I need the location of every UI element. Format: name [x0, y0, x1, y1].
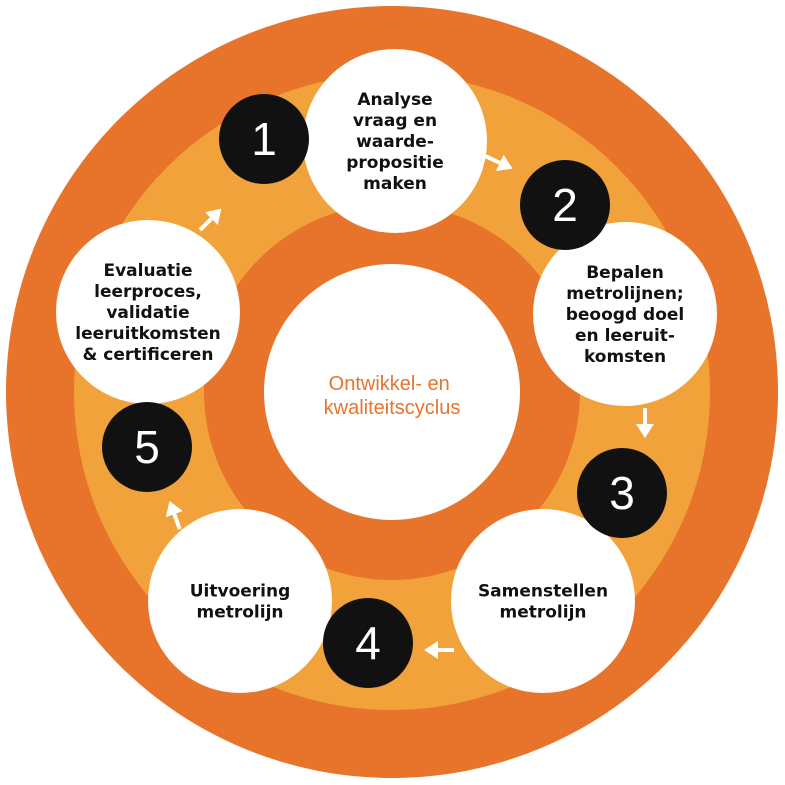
arrow-head [165, 500, 183, 518]
step-label-line: Uitvoering [190, 582, 291, 602]
arrow-right-icon [198, 208, 222, 232]
step-number: 4 [355, 617, 381, 669]
step-number-badge [520, 160, 610, 250]
step-label-line: waarde- [356, 132, 434, 152]
flow-arrows [165, 154, 654, 659]
step-label-line: beoogd doel [566, 305, 685, 325]
arrow-right-icon [424, 641, 454, 659]
step-label-line: metrolijn [196, 603, 283, 623]
step-number: 2 [552, 179, 578, 231]
arrow-shaft [171, 511, 182, 530]
arrow-head [205, 208, 222, 225]
step-label-line: propositie [346, 153, 444, 173]
step-label-line: Evaluatie [103, 261, 192, 281]
step-number-badge [577, 448, 667, 538]
step-circle [56, 220, 240, 404]
center-label: Ontwikkel- en kwaliteitscyclus [324, 373, 461, 419]
center-circle [264, 264, 520, 520]
step-number-badge [323, 598, 413, 688]
step-label-line: komsten [584, 347, 666, 367]
step-label-line: vraag en [353, 111, 437, 131]
arrow-shaft [198, 215, 215, 232]
center-label-line: kwaliteitscyclus [324, 397, 461, 419]
arrow-head [424, 641, 438, 659]
arrow-right-icon [484, 154, 513, 172]
step-circle [148, 509, 332, 693]
step-number-badge [219, 94, 309, 184]
arrow-right-icon [165, 500, 183, 530]
step-label-line: Analyse [357, 90, 432, 110]
step-label-line: metrolijn [499, 603, 586, 623]
step-circle [303, 49, 487, 233]
step-circle [533, 222, 717, 406]
step-label-line: en leeruit- [575, 326, 675, 346]
step-label-line: validatie [106, 303, 189, 323]
step-label-line: leerproces, [94, 282, 202, 302]
step-number: 5 [134, 421, 160, 473]
step-label-line: & certificeren [83, 345, 214, 365]
arrow-head [496, 154, 513, 172]
step-circle [451, 509, 635, 693]
step-label-line: Bepalen [586, 263, 664, 283]
step-label-line: metrolijnen; [566, 284, 683, 304]
step-label-line: Samenstellen [478, 582, 608, 602]
step-label-line: maken [363, 174, 427, 194]
center-label-line: Ontwikkel- en [329, 373, 450, 395]
step-number: 1 [251, 113, 277, 165]
arrow-right-icon [636, 408, 654, 438]
step-number-badge [102, 402, 192, 492]
arrow-head [636, 424, 654, 438]
step-number: 3 [609, 467, 635, 519]
arrow-shaft [484, 154, 503, 166]
step-label-line: leeruitkomsten [75, 324, 220, 344]
